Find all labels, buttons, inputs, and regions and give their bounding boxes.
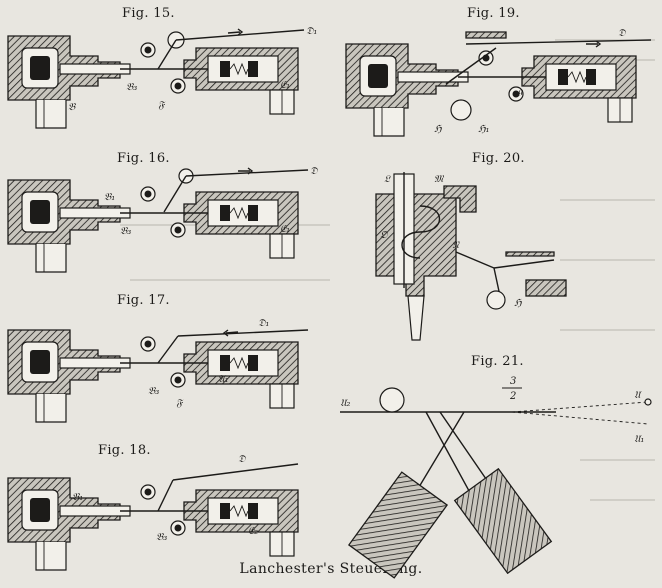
fig-18-drawing: 𝔇 𝔅₁ 𝔅₃ 𝔈₂ bbox=[7, 454, 299, 571]
fig-19-label: Fig. 19. bbox=[467, 6, 520, 21]
fig-17-label: Fig. 17. bbox=[117, 293, 170, 308]
svg-text:ℌ: ℌ bbox=[514, 298, 522, 309]
svg-text:𝔑: 𝔑 bbox=[452, 240, 460, 251]
svg-text:𝔉: 𝔉 bbox=[158, 100, 166, 111]
svg-text:𝔇: 𝔇 bbox=[618, 28, 626, 39]
svg-text:𝔅₃: 𝔅₃ bbox=[156, 532, 167, 543]
svg-text:𝔏: 𝔏 bbox=[384, 174, 391, 185]
svg-text:ℌ₁: ℌ₁ bbox=[478, 124, 490, 135]
fig-18-label: Fig. 18. bbox=[98, 443, 151, 458]
svg-text:𝔐: 𝔐 bbox=[434, 174, 445, 185]
svg-text:𝔈₁: 𝔈₁ bbox=[280, 80, 290, 91]
fig-19-drawing: 𝔇 ℌ ℌ₁ 𝔤 bbox=[345, 28, 652, 137]
svg-text:𝔇: 𝔇 bbox=[310, 166, 318, 177]
svg-text:𝔇: 𝔇 bbox=[238, 454, 246, 465]
svg-text:𝔅₃: 𝔅₃ bbox=[120, 226, 131, 237]
svg-text:𝔄₁: 𝔄₁ bbox=[218, 374, 229, 385]
svg-text:ℌ: ℌ bbox=[434, 124, 442, 135]
svg-text:𝔘: 𝔘 bbox=[634, 390, 642, 401]
svg-text:𝔒: 𝔒 bbox=[380, 230, 389, 241]
fraction-numerator: 3 bbox=[510, 376, 516, 387]
svg-text:𝔅₃: 𝔅₃ bbox=[126, 82, 137, 93]
svg-text:𝔈₁: 𝔈₁ bbox=[280, 224, 290, 235]
fig-16-label: Fig. 16. bbox=[117, 151, 170, 166]
svg-text:𝔈₂: 𝔈₂ bbox=[248, 526, 258, 537]
fig-16-drawing: 𝔇 𝔅₁ 𝔅₃ 𝔈₁ bbox=[7, 166, 318, 273]
fig-21-label: Fig. 21. bbox=[471, 354, 524, 369]
fig-17-drawing: 𝔇₁ 𝔅₃ 𝔉 𝔄₁ bbox=[7, 318, 309, 423]
fig-20-label: Fig. 20. bbox=[472, 151, 525, 166]
fig-20-drawing: 𝔏 𝔐 𝔒 𝔑 ℌ bbox=[375, 172, 567, 341]
svg-text:𝔘₂: 𝔘₂ bbox=[340, 398, 350, 409]
fraction-denominator: 2 bbox=[509, 391, 516, 402]
fig-15-drawing: 𝔇₁ 𝔅 𝔅₃ 𝔉 𝔈₁ bbox=[7, 26, 317, 129]
svg-text:𝔅₁: 𝔅₁ bbox=[104, 192, 115, 203]
fig-21-drawing: 𝔘₂ 𝔘 𝔘₁ 𝔄 3 2 bbox=[340, 376, 652, 579]
svg-text:𝔅₁: 𝔅₁ bbox=[72, 492, 83, 503]
svg-text:𝔤: 𝔤 bbox=[518, 86, 524, 97]
svg-text:𝔘₁: 𝔘₁ bbox=[634, 434, 644, 445]
fig-15-label: Fig. 15. bbox=[122, 6, 175, 21]
svg-text:𝔅: 𝔅 bbox=[68, 102, 76, 113]
svg-text:𝔇₁: 𝔇₁ bbox=[258, 318, 269, 329]
svg-text:𝔇₁: 𝔇₁ bbox=[306, 26, 317, 37]
svg-text:𝔉: 𝔉 bbox=[176, 398, 184, 409]
svg-text:𝔅₃: 𝔅₃ bbox=[148, 386, 159, 397]
